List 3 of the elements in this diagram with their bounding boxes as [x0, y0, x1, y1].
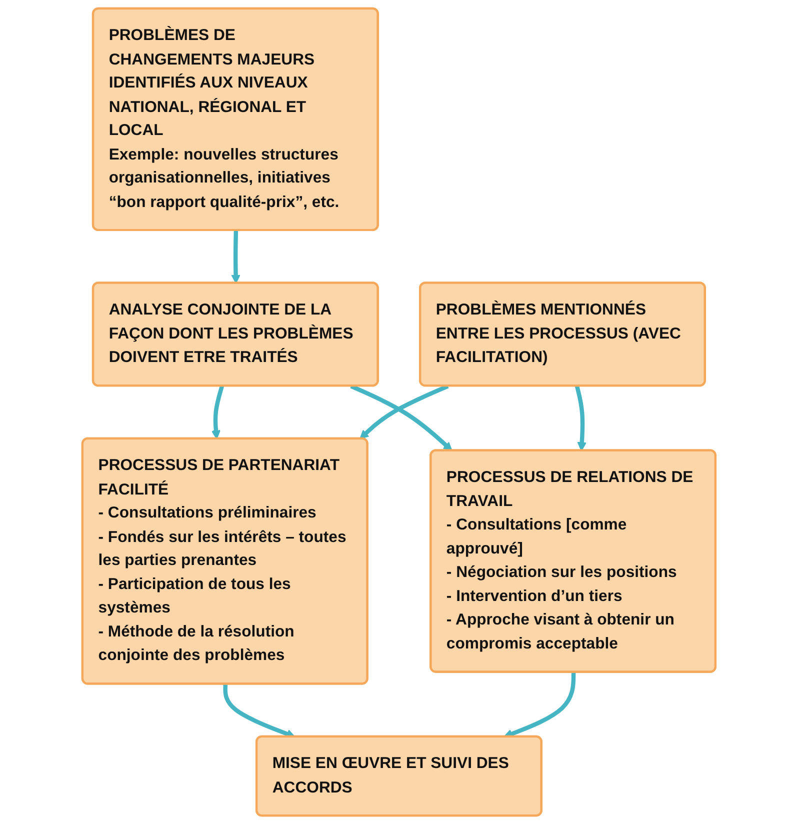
arrow [211, 386, 224, 440]
arrow [574, 386, 587, 452]
arrow [231, 230, 240, 284]
